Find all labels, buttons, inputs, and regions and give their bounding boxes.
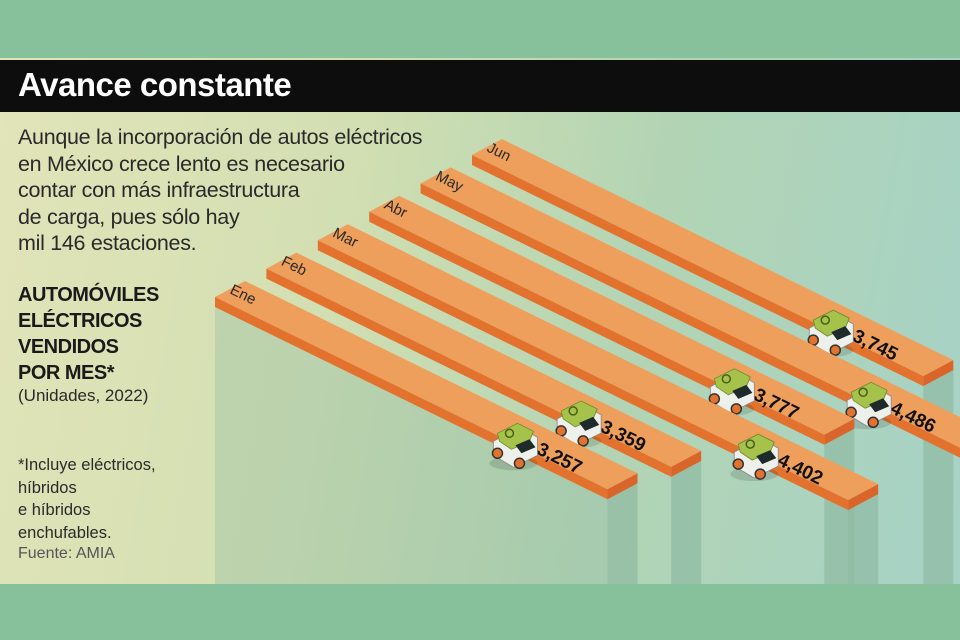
chart-title: AUTOMÓVILES ELÉCTRICOS VENDIDOS POR MES*	[18, 282, 159, 386]
car-windshield	[869, 398, 890, 413]
chart-title-line: AUTOMÓVILES	[18, 284, 159, 306]
electric-car-icon	[805, 309, 854, 358]
bar-end	[848, 484, 879, 511]
bar-end	[824, 418, 855, 445]
car-windshield	[579, 416, 600, 431]
bar	[420, 183, 960, 458]
page-title: Avance constante	[18, 66, 292, 103]
plug-icon	[858, 387, 868, 398]
title-bar: Avance constante	[0, 60, 960, 112]
intro-line: contar con más infraestructura	[18, 178, 300, 202]
car-wheel	[732, 458, 744, 470]
chart-title-line: VENDIDOS	[18, 336, 119, 358]
intro-line: en México crece lento es necesario	[18, 151, 345, 176]
electric-car-icon	[706, 368, 755, 416]
intro-line: mil 146 estaciones.	[18, 231, 197, 255]
footnote-line: enchufables.	[18, 523, 112, 542]
intro-line: Aunque la incorporación de autos eléctri…	[18, 125, 423, 149]
intro-text: Aunque la incorporación de autos eléctri…	[18, 124, 458, 257]
bar-end	[671, 450, 702, 477]
electric-car-icon	[489, 422, 538, 471]
plug-icon	[721, 374, 732, 384]
intro-line: de carga, pues sólo hay	[18, 204, 240, 229]
plug-icon	[568, 406, 578, 416]
car-wheel	[730, 403, 743, 415]
electric-car-icon	[843, 381, 892, 430]
car-windshield	[515, 439, 536, 454]
car-wheel	[754, 468, 766, 480]
car-windshield	[732, 384, 753, 399]
car-wheel	[829, 344, 842, 356]
plug-icon	[504, 428, 515, 439]
footnote-line: híbridos	[18, 478, 77, 497]
bar-shadow-face	[215, 307, 608, 584]
car-windshield	[756, 450, 777, 465]
bar-shadow-column	[607, 483, 638, 584]
bar-shadow-column	[671, 460, 702, 584]
footnote-line: *Incluye eléctricos,	[18, 456, 156, 474]
car-wheel	[513, 457, 526, 470]
car-wheel	[577, 435, 589, 447]
bar-top	[420, 167, 960, 448]
chart-title-line: POR MES*	[18, 362, 115, 384]
bar-top	[317, 224, 879, 501]
electric-car-icon	[730, 433, 779, 482]
bar-end	[607, 473, 638, 500]
footnote-line: e híbridos	[18, 501, 91, 519]
car-windshield	[831, 326, 852, 341]
plug-icon	[745, 439, 755, 449]
car-wheel	[867, 416, 879, 429]
plug-icon	[820, 315, 831, 325]
footnote: *Incluye eléctricos, híbridos e híbridos…	[18, 454, 156, 544]
bar-shadow-column	[848, 494, 879, 584]
bar-end	[923, 360, 954, 387]
car-wheel	[491, 447, 504, 460]
chart-units: (Unidades, 2022)	[18, 386, 149, 405]
bar	[317, 240, 849, 511]
source-credit: Fuente: AMIA	[18, 545, 115, 562]
chart-title-line: ELÉCTRICOS	[18, 310, 142, 332]
